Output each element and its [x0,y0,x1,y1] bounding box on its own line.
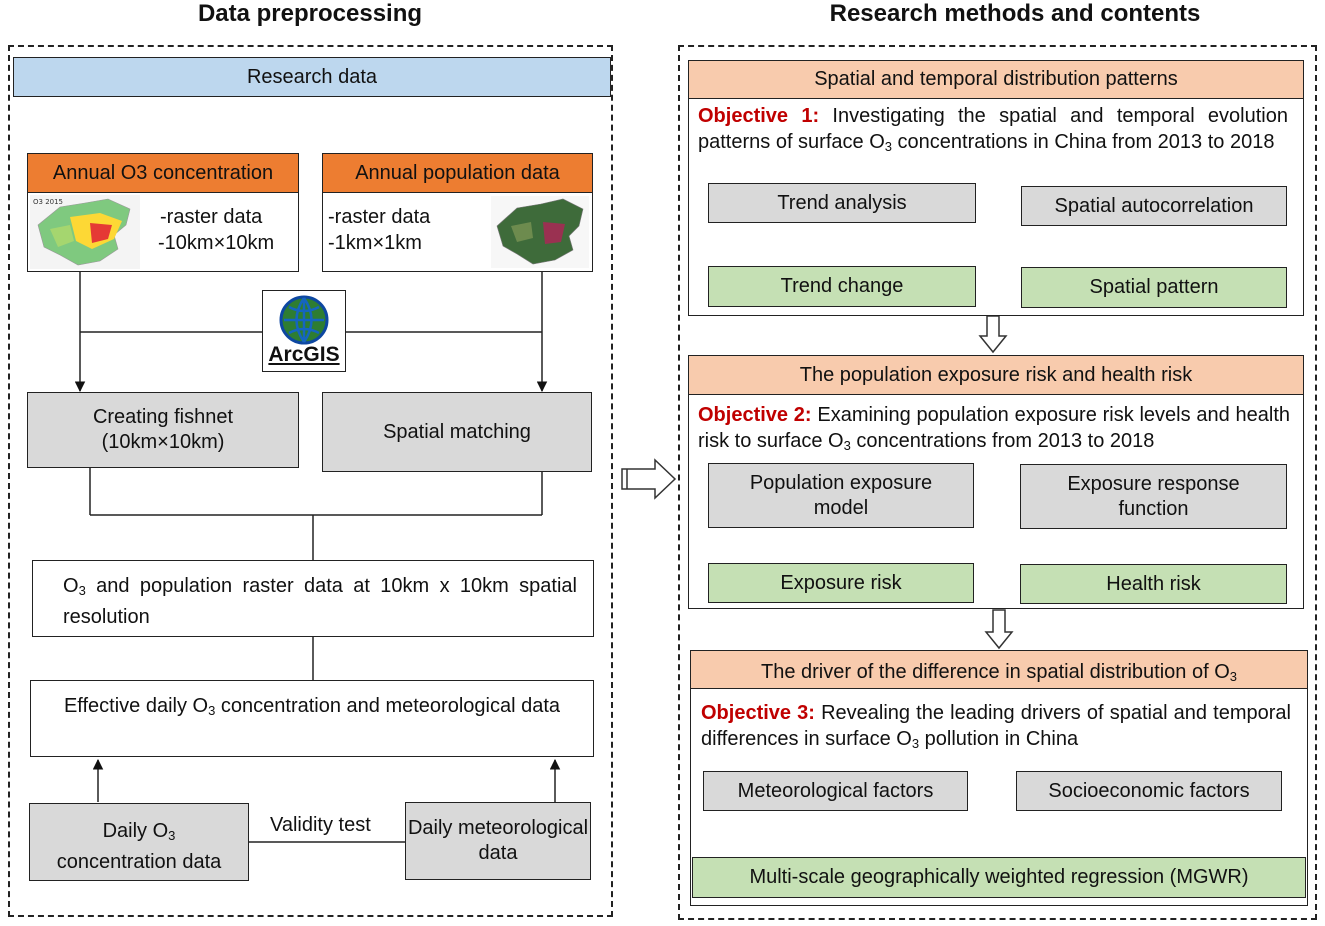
objective-3-b: pollution in China [919,728,1079,750]
o3-raster-line: -raster data [160,206,263,228]
trend-analysis-box: Trend analysis [708,183,976,223]
section-1-header: Spatial and temporal distribution patter… [688,60,1304,99]
objective-2-a: Examining population exposure risk level… [698,404,1290,452]
daily-o3-text-b: concentration data [56,851,222,873]
creating-fishnet-box: Creating fishnet (10km×10km) [27,392,299,468]
objective-2-text: Objective 2: Examining population exposu… [698,402,1290,459]
pop-raster-line: -raster data [328,206,431,228]
section-3-header-sub: 3 [1229,669,1237,684]
objective-1-sub: 3 [884,139,892,154]
validity-test-label: Validity test [270,814,371,836]
arcgis-label: ArcGIS [268,343,340,366]
annual-o3-header: Annual O3 concentration [27,153,299,193]
objective-1-text: Objective 1: Investigating the spatial a… [698,103,1288,160]
globe-icon [279,295,329,345]
arcgis-logo: ArcGIS [262,290,346,372]
down-arrow-icon [978,315,1014,650]
trend-change-box: Trend change [708,266,976,307]
o3-resolution-line: -10km×10km [158,232,275,254]
objective-1-a: Investigating the spatial and temporal e… [698,105,1288,153]
daily-meteorological-box: Daily meteorological data [405,802,591,880]
objective-3-label: Objective 3: [701,702,815,724]
section-3-header-text: The driver of the difference in spatial … [760,661,1230,683]
objective-3-text: Objective 3: Revealing the leading drive… [701,700,1291,757]
effective-text-a: Effective daily O [63,695,209,717]
raster-text-a: O [63,575,79,597]
socioeconomic-factors-box: Socioeconomic factors [1016,771,1282,811]
effective-text-sub: 3 [208,703,216,718]
right-title: Research methods and contents [829,0,1201,27]
pop-resolution-line: -1km×1km [328,232,422,254]
annual-pop-body: -raster data -1km×1km [322,193,593,272]
spatial-autocorrelation-box: Spatial autocorrelation [1021,186,1287,226]
health-risk-box: Health risk [1020,564,1287,604]
objective-2-sub: 3 [843,438,851,453]
section-2-header: The population exposure risk and health … [688,355,1304,395]
exposure-risk-box: Exposure risk [708,563,974,603]
daily-o3-box: Daily O3 concentration data [29,803,249,881]
population-map-image [491,196,589,268]
spatial-pattern-box: Spatial pattern [1021,267,1287,308]
meteorological-factors-box: Meteorological factors [703,771,968,811]
objective-3-sub: 3 [911,736,920,751]
effective-text-b: concentration and meteorological data [215,695,561,717]
daily-o3-text-a: Daily O [102,820,169,842]
raster-text-b: and population raster data at 10km x 10k… [63,575,577,628]
objective-2-label: Objective 2: [698,404,812,426]
spatial-matching-box: Spatial matching [322,392,592,472]
objective-2-b: concentrations from 2013 to 2018 [850,430,1155,452]
annual-pop-header: Annual population data [322,153,593,193]
fishnet-line1: Creating fishnet [92,406,234,428]
raster-text-sub: 3 [78,583,86,598]
objective-3-a: Revealing the leading drivers of spatial… [701,702,1291,750]
raster-data-box: O3 and population raster data at 10km x … [32,560,594,637]
daily-o3-text-sub: 3 [168,828,176,843]
research-data-header: Research data [13,57,611,97]
map-year-label: O3 2015 [33,198,63,206]
effective-daily-box: Effective daily O3 concentration and met… [30,680,594,757]
mgwr-box: Multi-scale geographically weighted regr… [692,857,1306,898]
population-exposure-model-box: Population exposure model [708,463,974,528]
annual-o3-body: O3 2015 -raster data -10km×10km [27,193,299,272]
left-panel [8,45,613,917]
o3-map-image: O3 2015 [30,195,140,269]
right-panel [678,45,1317,920]
right-arrow-icon [621,458,677,500]
left-title: Data preprocessing [197,0,423,27]
exposure-response-function-box: Exposure response function [1020,464,1287,529]
objective-1-b: concentrations in China from 2013 to 201… [892,131,1275,153]
section-3-header: The driver of the difference in spatial … [690,650,1308,689]
fishnet-line2: (10km×10km) [101,431,225,453]
objective-1-label: Objective 1: [698,105,820,127]
